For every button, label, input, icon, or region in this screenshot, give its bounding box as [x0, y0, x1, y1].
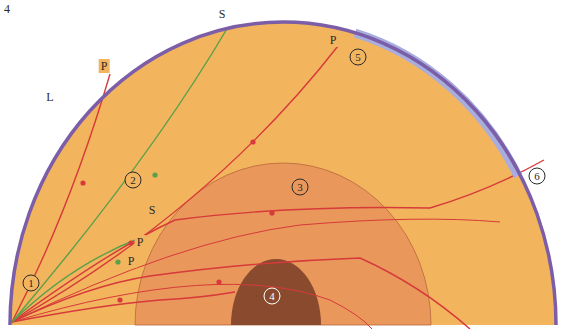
p-wave-ray: [12, 284, 372, 329]
inner-core: [231, 259, 321, 325]
earth-surface: [10, 22, 556, 325]
ray-arrows: [80, 139, 274, 302]
figure-number: 4: [2, 2, 12, 16]
p-wave-ray: [12, 74, 110, 322]
p-wave-ray: [12, 292, 235, 322]
mantle: [10, 22, 556, 325]
p-wave-ray: [12, 46, 338, 322]
wave-label: S: [147, 203, 158, 217]
crust-section: [355, 33, 518, 176]
wave-label: P: [99, 59, 110, 73]
callout-number: 3: [292, 179, 309, 196]
outer-core: [135, 163, 431, 325]
callout-number: 6: [529, 168, 546, 185]
callout-number: 1: [23, 275, 40, 292]
wave-label: P: [328, 33, 339, 47]
callout-number: 2: [125, 172, 142, 189]
p-wave-ray: [12, 160, 544, 322]
wave-label: P: [126, 254, 137, 268]
s-wave-ray: [12, 238, 140, 322]
p-wave-ray: [12, 219, 500, 322]
p-wave-ray: [12, 258, 470, 329]
wave-label: S: [217, 7, 228, 21]
callout-number: 5: [350, 49, 367, 66]
callout-number: 4: [264, 288, 281, 305]
wave-label: P: [135, 235, 146, 249]
wave-label: L: [44, 90, 55, 104]
seismic-rays: [12, 27, 544, 329]
